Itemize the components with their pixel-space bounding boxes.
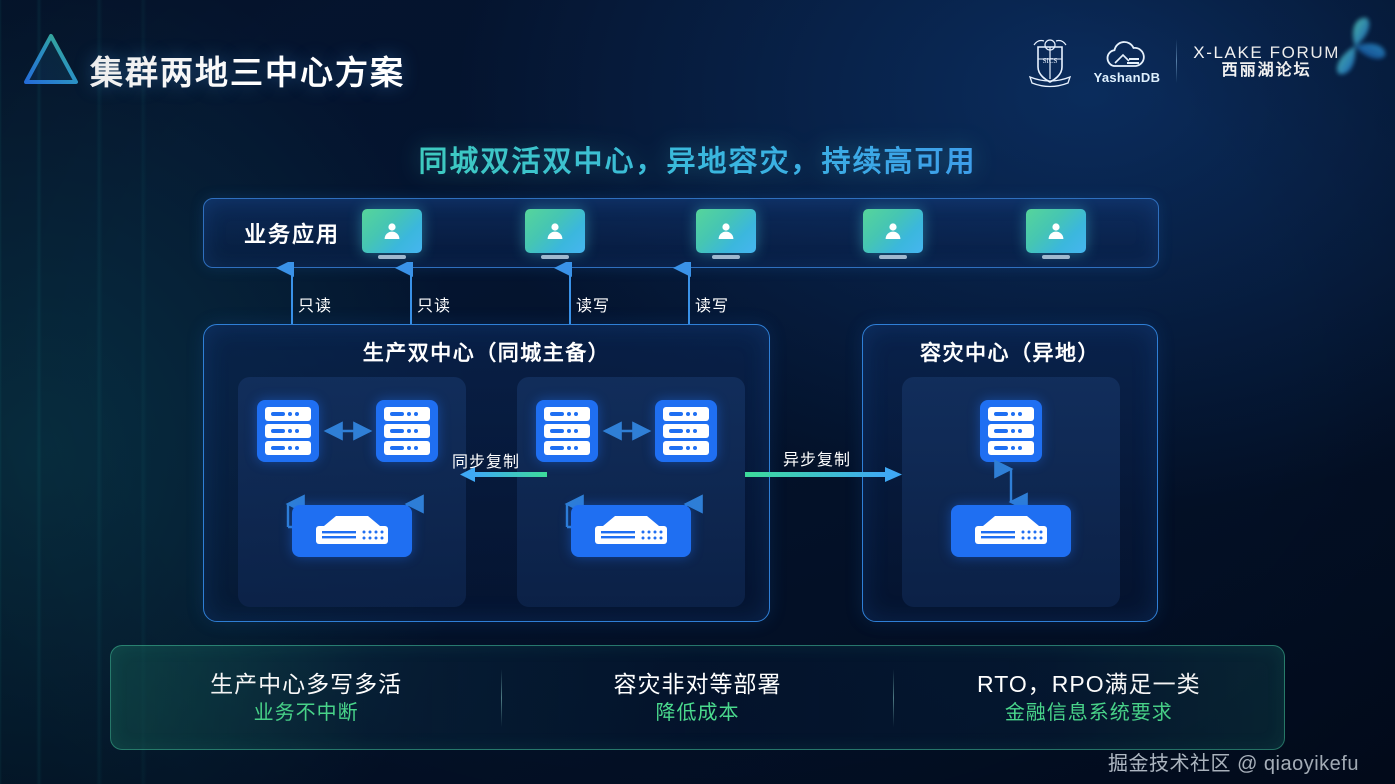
benefit-3-main: RTO，RPO满足一类 [977, 670, 1201, 697]
connection-label-readonly-1: 只读 [298, 298, 333, 315]
sync-replication-label: 同步复制 [452, 454, 521, 471]
yashandb-wordmark: YashanDB [1093, 69, 1161, 85]
production-site-b [517, 377, 745, 607]
app-client-5[interactable] [1026, 209, 1086, 259]
benefit-1-sub: 业务不中断 [253, 701, 359, 724]
switch-dr1[interactable] [951, 505, 1071, 557]
brand-bar: SICS YashanDB X-LAKE FORUM 西丽湖论坛 [1022, 30, 1340, 92]
benefit-item-3: RTO，RPO满足一类 金融信息系统要求 [894, 669, 1284, 727]
monitor-user-icon [525, 209, 585, 253]
benefit-3-sub: 金融信息系统要求 [1004, 701, 1173, 724]
benefit-1-main: 生产中心多写多活 [210, 670, 403, 697]
production-center-title: 生产双中心（同城主备） [362, 342, 611, 365]
svg-text:SICS: SICS [1042, 57, 1057, 65]
university-crest-icon: SICS [1028, 39, 1071, 88]
app-client-3[interactable] [696, 209, 756, 259]
dr-center-title: 容灾中心（异地） [920, 342, 1100, 365]
disaster-recovery-center-box: 容灾中心（异地） [862, 324, 1158, 622]
connection-label-readwrite-1: 读写 [576, 298, 611, 315]
monitor-user-icon [1026, 209, 1086, 253]
forum-name-en: X-LAKE FORUM [1193, 42, 1340, 62]
benefit-2-main: 容灾非对等部署 [613, 670, 782, 697]
connection-label-readonly-2: 只读 [417, 298, 452, 315]
yashandb-cloud-icon [1106, 40, 1145, 67]
network-switch-icon [595, 516, 667, 544]
monitor-stand [879, 255, 907, 259]
monitor-stand [541, 255, 569, 259]
monitor-stand [1042, 255, 1070, 259]
connection-label-readwrite-2: 读写 [695, 298, 730, 315]
forum-name-cn: 西丽湖论坛 [1221, 61, 1312, 79]
app-client-1[interactable] [362, 209, 422, 259]
server-rack-b1[interactable] [536, 400, 598, 462]
server-rack-a1[interactable] [257, 400, 319, 462]
replication-arrows [460, 467, 902, 482]
server-rack-a2[interactable] [376, 400, 438, 462]
triangle-logo-icon [24, 34, 78, 84]
brand-divider [1176, 39, 1178, 83]
benefit-divider-2 [892, 668, 894, 727]
page-title: 集群两地三中心方案 [90, 54, 405, 91]
app-to-center-arrows [276, 262, 691, 324]
monitor-user-icon [362, 209, 422, 253]
app-client-2[interactable] [525, 209, 585, 259]
benefit-item-2: 容灾非对等部署 降低成本 [502, 669, 892, 727]
async-replication-label: 异步复制 [783, 452, 852, 469]
slide-header: 集群两地三中心方案 SICS YashanDB [0, 0, 1395, 120]
slide-subtitle: 同城双活双中心，异地容灾，持续高可用 [0, 138, 1395, 180]
production-site-a [238, 377, 466, 607]
monitor-stand [712, 255, 740, 259]
business-application-label: 业务应用 [244, 222, 341, 247]
benefit-item-1: 生产中心多写多活 业务不中断 [111, 669, 501, 727]
monitor-user-icon [863, 209, 923, 253]
production-site-a-links [285, 421, 424, 555]
network-switch-icon [316, 516, 388, 544]
business-application-layer: 业务应用 [203, 198, 1159, 268]
app-client-4[interactable] [863, 209, 923, 259]
pinwheel-glow-icon [1336, 17, 1386, 75]
benefit-2-sub: 降低成本 [655, 701, 740, 724]
watermark: 掘金技术社区 @ qiaoyikefu [1108, 753, 1359, 775]
monitor-user-icon [696, 209, 756, 253]
yashandb-logo: YashanDB [1094, 38, 1161, 85]
xlake-forum-logo: X-LAKE FORUM 西丽湖论坛 [1193, 43, 1340, 80]
benefit-divider-1 [501, 668, 503, 727]
monitor-stand [378, 255, 406, 259]
server-rack-dr1[interactable] [980, 400, 1042, 462]
production-center-box: 生产双中心（同城主备） [203, 324, 770, 622]
benefits-banner: 生产中心多写多活 业务不中断 容灾非对等部署 降低成本 RTO，RPO满足一类 … [110, 645, 1285, 750]
network-switch-icon [975, 516, 1047, 544]
dr-site [902, 377, 1120, 607]
switch-a1[interactable] [292, 505, 412, 557]
production-site-b-links [564, 421, 703, 555]
switch-b1[interactable] [571, 505, 691, 557]
server-rack-b2[interactable] [655, 400, 717, 462]
dr-site-links [994, 459, 1028, 512]
